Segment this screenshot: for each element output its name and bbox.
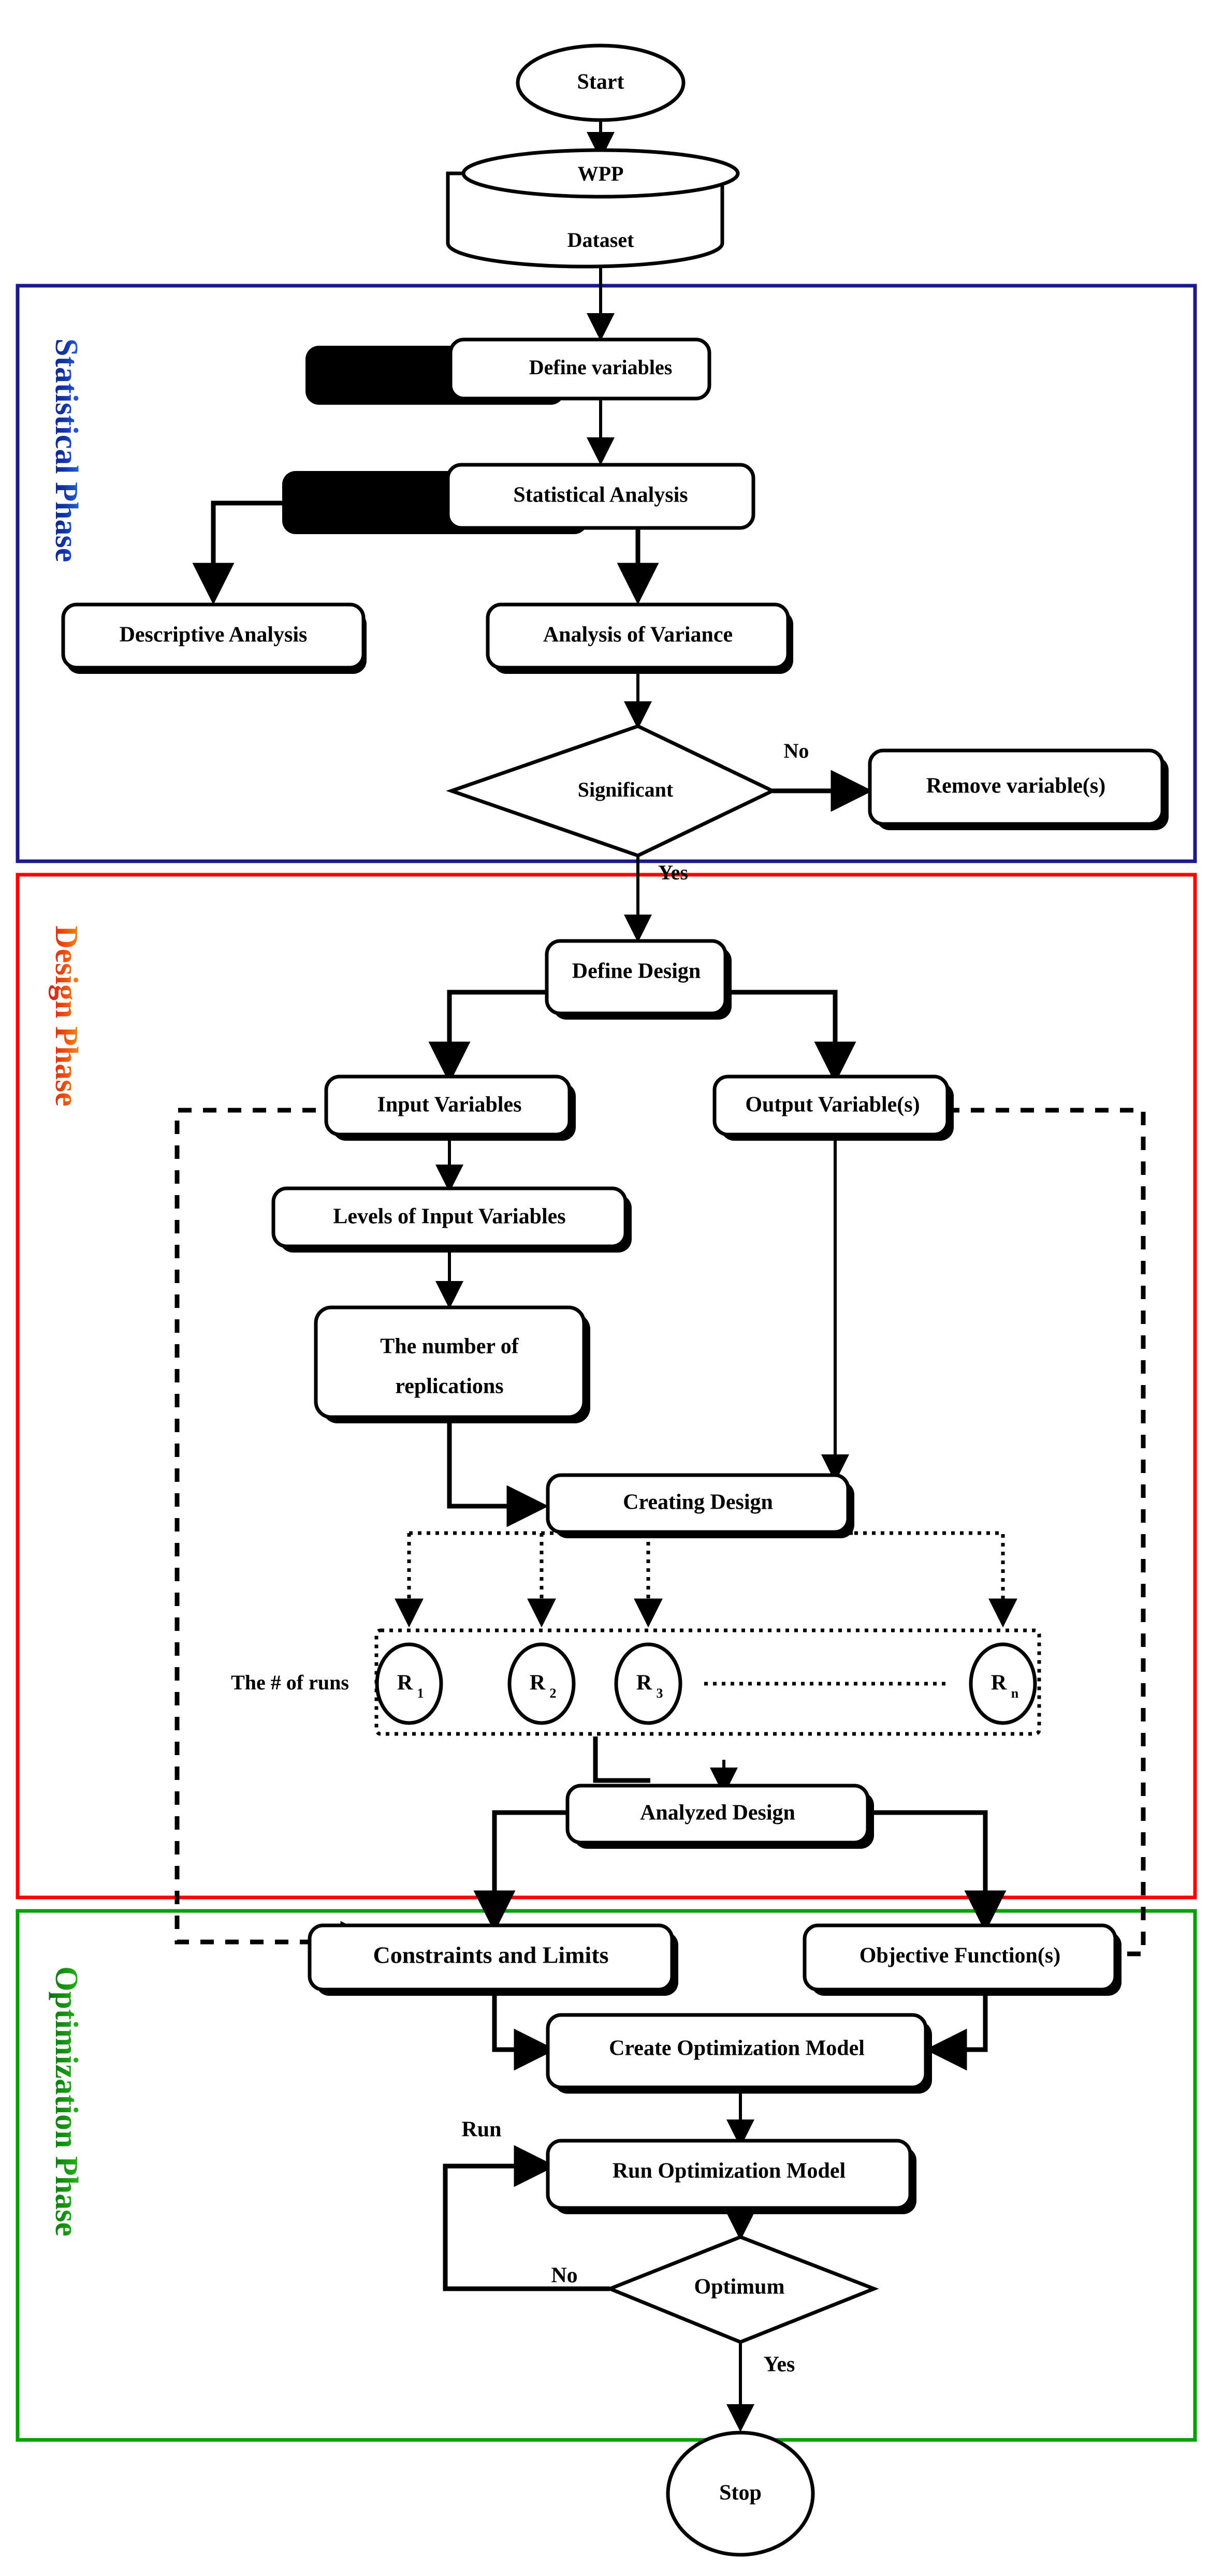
node-run-optimization-model-label: Run Optimization Model [613,2159,846,2183]
node-objective-functions-label: Objective Function(s) [860,1944,1060,1968]
node-remove-variables-label: Remove variable(s) [926,774,1105,798]
node-replications-label-1: The number of [380,1335,519,1359]
node-run-n-label: R [991,1671,1007,1695]
edge-replications-to-creating-design [447,1418,549,1527]
node-run-n[interactable]: R n [969,1642,1037,1725]
node-define-design[interactable]: Define Design [545,939,732,1020]
node-statistical-analysis-label: Statistical Analysis [513,483,688,507]
node-creating-design-label: Creating Design [623,1491,773,1514]
node-analyzed-design-label: Analyzed Design [640,1801,795,1825]
node-create-optimization-model-label: Create Optimization Model [609,2037,865,2060]
node-run-3-label: R [636,1671,652,1695]
node-define-variables-label: Define variables [529,356,673,379]
node-run-2-label: R [530,1671,546,1695]
edge-define-design-to-input-variables [428,990,547,1084]
edge-label-optimum-no: No [551,2264,577,2288]
node-optimum[interactable]: Optimum [605,2235,879,2344]
phase-label-optimization-text: Optimization Phase [49,1966,84,2236]
edge-feedback-output-to-objective [871,1108,1146,1975]
node-run-3[interactable]: R 3 [614,1642,682,1725]
edge-label-optimum-yes: Yes [764,2353,795,2377]
node-run-n-sub: n [1011,1686,1019,1701]
node-run-1-label: R [397,1671,413,1695]
edge-objective-to-create-model [925,1982,988,2071]
node-run-1-sub: 1 [417,1686,424,1701]
node-define-variables[interactable]: Define variables [305,337,711,405]
runs-label: The # of runs [231,1671,349,1694]
edge-feedback-input-to-constraints [174,1108,415,1963]
edge-label-significant-yes: Yes [658,861,688,884]
node-run-2[interactable]: R 2 [507,1642,576,1725]
node-number-of-replications[interactable]: The number of replications [314,1305,590,1423]
node-output-variables[interactable]: Output Variable(s) [712,1074,954,1141]
node-analysis-of-variance-label: Analysis of Variance [543,623,733,647]
node-statistical-analysis[interactable]: Statistical Analysis [282,463,755,534]
node-constraints-and-limits[interactable]: Constraints and Limits [308,1923,678,1996]
node-creating-design[interactable]: Creating Design [546,1473,854,1538]
node-optimum-label: Optimum [694,2275,784,2299]
node-input-variables[interactable]: Input Variables [324,1074,576,1141]
phase-box-optimization [16,1909,1197,2442]
edge-define-design-to-output-variables [729,990,856,1084]
phase-label-design-text: Design Phase [49,925,84,1107]
node-objective-functions[interactable]: Objective Function(s) [803,1923,1121,1996]
node-levels-of-input-label: Levels of Input Variables [333,1205,565,1229]
node-start-label: Start [577,70,624,94]
node-run-2-sub: 2 [550,1686,557,1701]
node-significant-label: Significant [578,778,674,801]
edge-runs-to-analyzed-design-a [593,1736,650,1783]
node-stop[interactable]: Stop [666,2431,815,2557]
phase-box-statistical [16,284,1197,863]
edge-label-significant-no: No [784,739,809,762]
node-descriptive-analysis-label: Descriptive Analysis [120,623,308,647]
node-descriptive-analysis[interactable]: Descriptive Analysis [61,602,367,674]
edge-bus-to-rn [854,1531,1017,1628]
node-run-3-sub: 3 [657,1686,663,1701]
node-dataset-label-top: WPP [578,162,624,185]
node-significant[interactable]: Significant [446,724,777,858]
node-run-1[interactable]: R 1 [375,1642,443,1725]
edge-label-run-loop: Run [461,2118,501,2142]
node-run-optimization-model[interactable]: Run Optimization Model [546,2139,916,2214]
edge-constraints-to-create-model [492,1982,556,2071]
node-analysis-of-variance[interactable]: Analysis of Variance [486,602,793,674]
phase-label-statistical: Statistical Phase [49,338,84,562]
node-input-variables-label: Input Variables [377,1093,522,1117]
phase-label-statistical-text: Statistical Phase [49,338,84,562]
node-start[interactable]: Start [516,43,686,122]
node-levels-of-input-variables[interactable]: Levels of Input Variables [271,1186,632,1253]
node-dataset-label-bottom: Dataset [567,228,635,252]
node-create-optimization-model[interactable]: Create Optimization Model [546,2013,932,2094]
node-analyzed-design[interactable]: Analyzed Design [565,1784,874,1849]
node-output-variables-label: Output Variable(s) [745,1093,920,1117]
phase-label-optimization: Optimization Phase [49,1966,84,2236]
node-stop-label: Stop [719,2481,762,2505]
node-replications-label-2: replications [395,1375,503,1399]
edge-optimum-no-loop [443,2145,610,2291]
node-remove-variables[interactable]: Remove variable(s) [868,748,1169,830]
node-constraints-and-limits-label: Constraints and Limits [373,1942,609,1968]
phase-box-design [16,873,1197,1900]
phase-label-design: Design Phase [49,925,84,1107]
node-define-design-label: Define Design [572,960,701,983]
node-dataset[interactable]: WPP Dataset [446,148,740,269]
